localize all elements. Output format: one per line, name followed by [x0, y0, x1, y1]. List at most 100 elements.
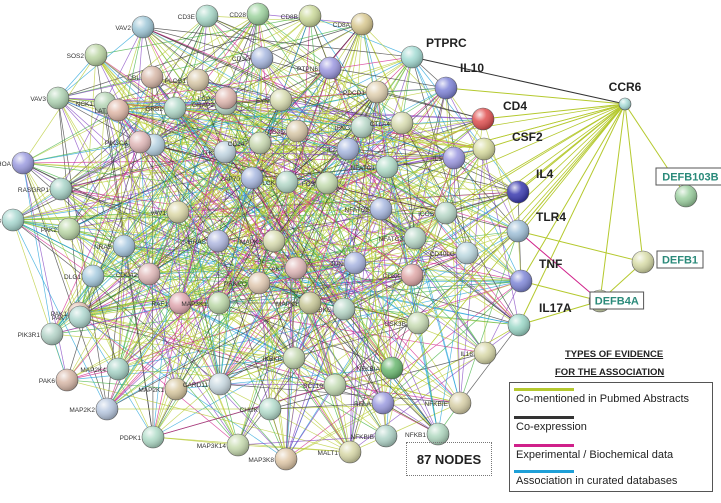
node-cd3e[interactable]: CD3E: [178, 4, 219, 28]
node-pak3[interactable]: PAK3: [0, 208, 25, 232]
node-nfkbia[interactable]: NFKBIA: [357, 356, 404, 380]
node-cdc42[interactable]: CDC42: [116, 262, 161, 286]
node-nfatc1[interactable]: NFATC1: [351, 155, 399, 179]
node-tlr4[interactable]: TLR4: [506, 210, 566, 243]
node-rela[interactable]: RELA: [354, 391, 395, 415]
node-highlight: [164, 97, 186, 119]
node-sos2[interactable]: SOS2: [67, 43, 108, 67]
node-cd28[interactable]: CD28: [229, 2, 270, 26]
node-bcl10[interactable]: BCL10: [303, 373, 347, 397]
node-card11[interactable]: CARD11: [183, 372, 232, 396]
node-akt[interactable]: AKT: [271, 256, 308, 280]
node-nfatc2[interactable]: NFATC2: [345, 197, 393, 221]
node-il17a[interactable]: IL17A: [507, 301, 572, 337]
node-il4[interactable]: IL4: [506, 167, 554, 204]
node-il10[interactable]: IL10: [434, 61, 484, 100]
node-label: NFATC3: [379, 236, 404, 243]
node-pik3r1[interactable]: PIK3R1: [18, 322, 64, 346]
node-ifng[interactable]: IFNG: [334, 115, 374, 139]
edge: [12, 219, 221, 385]
node-cdk4[interactable]: CDK4: [383, 263, 424, 287]
node-rhoa[interactable]: RHOA: [0, 151, 35, 175]
node-highlight: [227, 434, 249, 456]
node-ptprc[interactable]: PTPRC: [400, 36, 467, 69]
node-mapk3[interactable]: MAPK3: [240, 229, 286, 253]
node-pak7[interactable]: PAK7: [52, 305, 92, 329]
node-jun[interactable]: JUN: [330, 251, 367, 275]
node-cd40lg[interactable]: CD40LG: [430, 241, 479, 265]
node-defb4a[interactable]: DEFB4A: [588, 289, 645, 313]
edge: [68, 151, 226, 230]
node-raf1[interactable]: RAF1: [151, 291, 192, 315]
node-ikbkg[interactable]: IKBKG: [312, 297, 356, 321]
node-defb103b[interactable]: DEFB103B: [655, 167, 721, 208]
node-tnf[interactable]: TNF: [509, 257, 562, 293]
edge: [219, 383, 336, 386]
node-mapk1[interactable]: MAPK1: [276, 291, 322, 315]
node-rasgrp1[interactable]: RASGRP1: [18, 177, 73, 201]
node-prkcq[interactable]: PRKCQ: [224, 271, 271, 295]
node-cd247[interactable]: CD247: [228, 131, 272, 155]
node-pak6[interactable]: PAK6: [39, 368, 79, 392]
node-cd8b[interactable]: CD8B: [281, 4, 322, 28]
node-itk[interactable]: ITK: [203, 140, 237, 164]
node-dlg1[interactable]: DLG1: [64, 264, 105, 288]
node-malt1[interactable]: MALT1: [318, 440, 362, 464]
node-cd8a[interactable]: CD8A: [333, 12, 374, 36]
node-zap70[interactable]: ZAP70: [220, 166, 264, 190]
edge-ccr6-il17a: [518, 103, 626, 326]
node-ccr6[interactable]: CCR6: [609, 80, 642, 111]
node-vav3[interactable]: VAV3: [30, 86, 70, 110]
node-vav1[interactable]: VAV1: [150, 200, 190, 224]
node-csf2[interactable]: CSF2: [472, 130, 543, 161]
node-fyn[interactable]: FYN: [256, 88, 293, 112]
node-map3k14[interactable]: MAP3K14: [197, 433, 250, 457]
node-cd4[interactable]: CD4: [471, 99, 527, 131]
edge-ccr6-tlr4: [517, 103, 626, 232]
node-highlight: [138, 263, 160, 285]
node-lcp2[interactable]: LCP2: [198, 86, 238, 110]
edge: [219, 56, 413, 385]
edge: [152, 282, 260, 438]
node-ikbkb[interactable]: IKBKB: [263, 346, 306, 370]
node-map2k1[interactable]: MAP2K1: [138, 377, 188, 401]
node-pdpk1[interactable]: PDPK1: [120, 425, 165, 449]
node-pik3ca[interactable]: PIK3CA: [105, 130, 152, 154]
node-defb1[interactable]: DEFB1: [631, 250, 704, 274]
node-nfkbib[interactable]: NFKBIB: [351, 424, 398, 448]
node-il18[interactable]: IL18: [460, 341, 497, 365]
node-vav2[interactable]: VAV2: [115, 15, 155, 39]
edge: [218, 181, 288, 304]
node-cd3g[interactable]: CD3G: [232, 46, 274, 70]
node-icos[interactable]: ICOS: [418, 201, 458, 225]
node-fos[interactable]: FOS: [302, 171, 339, 195]
node-map3k8[interactable]: MAP3K8: [248, 447, 298, 471]
node-nfkb1[interactable]: NFKB1: [405, 422, 450, 446]
node-pdcd1[interactable]: PDCD1: [343, 80, 389, 104]
node-nfkbie[interactable]: NFKBIE: [425, 391, 472, 415]
node-lat[interactable]: LAT: [95, 98, 130, 122]
node-nfatc3[interactable]: NFATC3: [379, 226, 427, 250]
node-highlight: [299, 292, 321, 314]
node-cd3d[interactable]: CD3D: [267, 119, 309, 143]
node-chuk[interactable]: CHUK: [240, 397, 282, 421]
node-map3k1[interactable]: MAP3K1: [181, 291, 231, 315]
node-pak2[interactable]: PAK2: [41, 217, 81, 241]
edge-defb4a-tlr4: [517, 230, 601, 302]
node-il5[interactable]: IL5: [433, 146, 466, 170]
edge: [219, 274, 413, 385]
node-il2[interactable]: IL2: [327, 137, 360, 161]
node-lck[interactable]: LCK: [262, 170, 299, 194]
node-map2k2[interactable]: MAP2K2: [69, 397, 119, 421]
node-cbl[interactable]: CBL: [127, 65, 164, 89]
node-ctla4[interactable]: CTLA4: [370, 111, 414, 135]
node-gsk3b[interactable]: GSK3B: [384, 311, 430, 335]
node-hras[interactable]: HRAS: [188, 229, 230, 253]
node-plcg1[interactable]: PLCG1: [165, 68, 210, 92]
node-highlight: [351, 116, 373, 138]
node-grb2[interactable]: GRB2: [145, 96, 187, 120]
node-map2k4[interactable]: MAP2K4: [80, 357, 130, 381]
node-nras[interactable]: NRAS: [94, 234, 136, 258]
node-ptpn6[interactable]: PTPN6: [297, 56, 342, 80]
node-highlight: [351, 13, 373, 35]
